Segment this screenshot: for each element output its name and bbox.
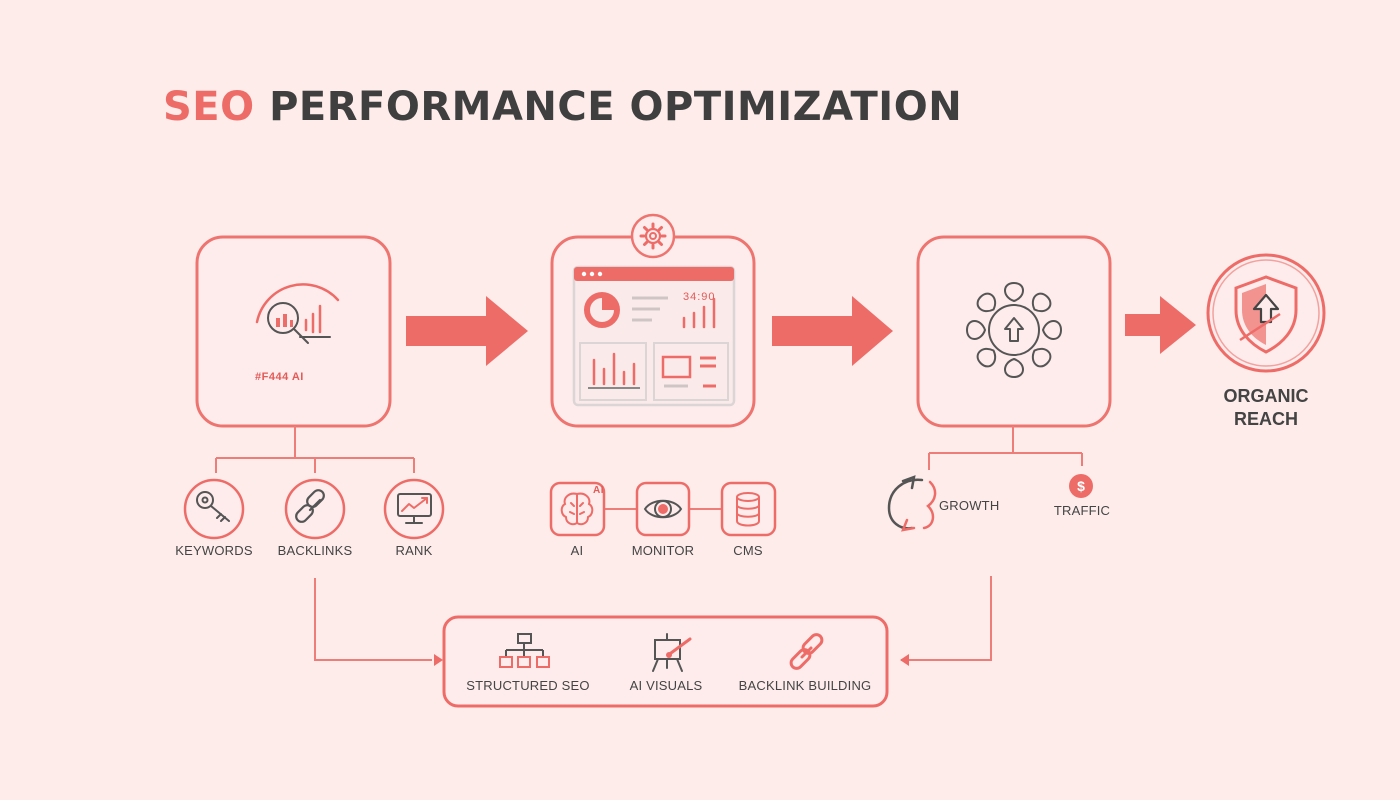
key-icon [196,491,230,522]
backlinks-node[interactable] [284,478,346,540]
cms-node[interactable] [720,481,777,537]
right-to-bottom-connector [901,576,992,661]
keywords-label: KEYWORDS [175,543,253,558]
title-main: PERFORMANCE OPTIMIZATION [269,84,963,130]
monitor-label: MONITOR [631,543,695,558]
gear-icon[interactable] [630,213,676,259]
flow-arrow-3 [1125,296,1196,354]
growth-label: GROWTH [939,498,1000,513]
research-connector [215,426,415,473]
ai-tag: AI [593,485,604,496]
monitor-node[interactable] [635,481,691,537]
search-analytics-icon [255,283,340,344]
research-stage-box[interactable] [195,235,392,428]
svg-text:$: $ [1077,478,1085,494]
hierarchy-icon [499,633,550,668]
ai-visuals-label: AI VISUALS [629,678,703,693]
eye-icon [643,499,683,519]
flow-arrow-2 [772,296,893,366]
dashboard-icon [572,265,736,407]
shield-arrow-up-icon [1234,275,1298,354]
organic-reach-label: ORGANIC REACH [1223,386,1309,429]
growth-connector [928,426,1083,470]
dollar-icon[interactable]: $ [1069,474,1093,498]
chain-link-icon [789,633,824,670]
backlinks-label: BACKLINKS [277,543,353,558]
structured-seo-label: STRUCTURED SEO [466,678,590,693]
left-to-bottom-connector [314,578,432,661]
flower-arrow-up-icon [966,282,1062,378]
rank-label: RANK [395,543,433,558]
monitor-chart-icon [397,493,432,524]
easel-brush-icon [652,633,692,672]
research-tag: #F444 AI [255,371,304,383]
database-icon [736,492,760,527]
traffic-label: TRAFFIC [1053,503,1111,518]
right-arrowhead [900,654,909,666]
backlink-building-label: BACKLINK BUILDING [738,678,872,693]
flow-arrow-1 [406,296,528,366]
keywords-node[interactable] [183,478,245,540]
dashboard-number: 34:90 [683,291,716,303]
link-icon [295,489,325,523]
brain-icon [560,492,594,526]
bottom-tactics-box[interactable] [442,615,889,708]
cms-label: CMS [733,543,763,558]
ai-node[interactable] [549,481,606,537]
page-title: SEO PERFORMANCE OPTIMIZATION [163,84,962,130]
ai-label: AI [570,543,584,558]
title-accent: SEO [163,84,255,130]
left-arrowhead [434,654,443,666]
rank-node[interactable] [383,478,445,540]
cycle-arrow-icon[interactable] [887,475,937,532]
